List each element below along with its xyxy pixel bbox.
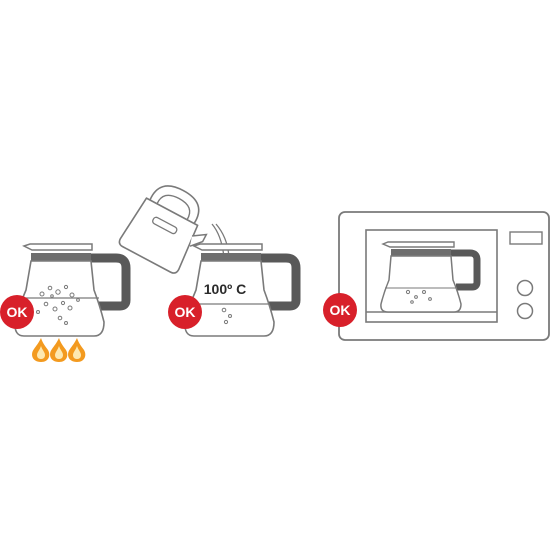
carafe-1 [14,243,131,337]
kettle-icon [118,185,208,274]
carafe-band [201,253,261,261]
microwave-knob-bottom [516,302,534,320]
ok-badge-label: OK [7,304,28,320]
carafe-band [391,249,451,256]
temperature-label: 100º C [204,281,246,297]
kettle-spout [189,233,208,247]
kettle-body [118,197,199,274]
carafe-handle [451,249,481,291]
flame-2 [50,338,68,362]
panel-stovetop: OK [0,243,131,362]
kettle-window [152,216,178,235]
carafe-band [31,253,91,261]
kettle-handle [149,185,200,224]
ok-badge-microwave: OK [323,293,357,327]
panel-boiling-water: 100º C OK [118,185,301,337]
water-bubbles [405,289,432,304]
carafe-handle [258,253,301,311]
water-bubbles [221,307,232,325]
ok-badge-label: OK [175,304,196,320]
carafe-2 [184,243,301,337]
microwave-display [509,231,543,245]
carafe-body [380,255,462,313]
ok-badge-circle [0,295,34,329]
panel-microwave: OK [323,211,550,341]
carafe-handle [88,253,131,311]
boiling-bubbles [36,284,80,325]
ok-badge-circle [323,293,357,327]
carafe-body [184,260,275,337]
carafe-lid [381,241,455,248]
ok-badge-label: OK [330,302,351,318]
carafe-3 [380,241,481,313]
flame-icon [32,338,86,362]
ok-badge-boiling-water: OK [168,295,202,329]
flame-1 [32,338,50,362]
carafe-lid [22,243,93,251]
flame-3 [68,338,86,362]
ok-badge-circle [168,295,202,329]
microwave-knob-top [516,279,534,297]
carafe-lid [192,243,263,251]
ok-badge-stovetop: OK [0,295,34,329]
